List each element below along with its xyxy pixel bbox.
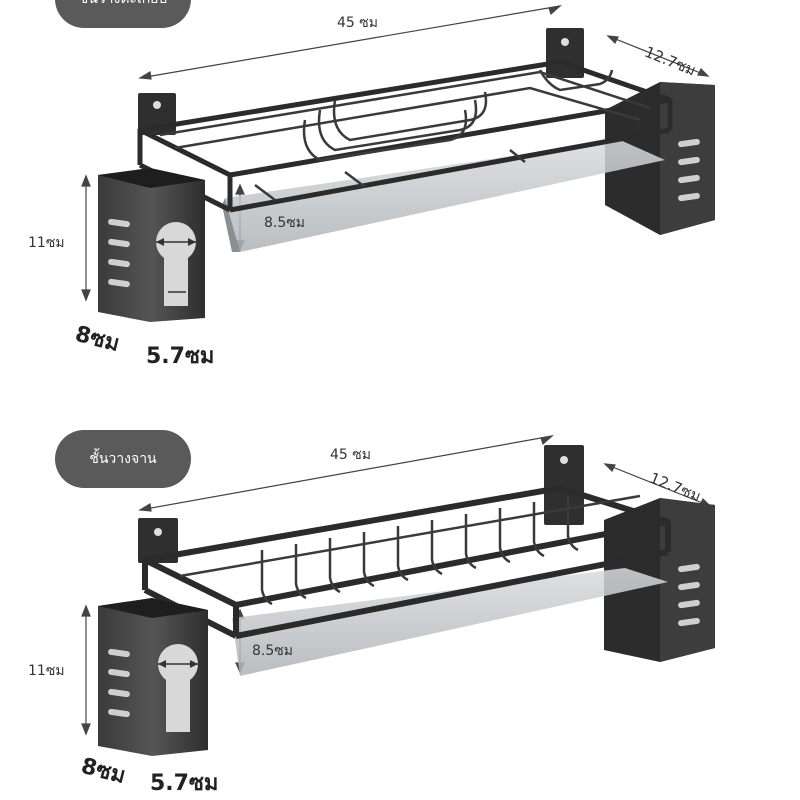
drip-tray <box>225 140 665 252</box>
cup-height-label: 11ซม <box>28 235 65 251</box>
cup-height-dimension-line <box>81 174 91 302</box>
product-tag: ชั้นวางจาน <box>55 430 191 488</box>
left-utensil-cup <box>98 168 205 322</box>
plate-dividers <box>179 494 641 606</box>
cup-width-label: 5.7ซม <box>150 771 219 796</box>
dish-rack-illustration <box>81 5 715 322</box>
cup-width-label: 5.7ซม <box>146 344 215 369</box>
rack-wires <box>159 69 651 201</box>
length-dimension-line <box>138 5 562 80</box>
product-tag: ชั้นวางตะเกียบ <box>55 0 191 28</box>
wall-bracket-right <box>544 445 584 525</box>
length-dimension-line <box>138 435 554 512</box>
length-label: 45 ซม <box>337 15 378 31</box>
cup-height-dimension-line <box>81 604 91 736</box>
rack-height-label: 8.5ซม <box>264 215 305 231</box>
rack-height-label: 8.5ซม <box>252 643 293 659</box>
dish-rack-panel-top: ชั้นวางตะเกียบ <box>28 0 715 369</box>
plate-rack-illustration <box>81 435 715 756</box>
drip-tray <box>232 568 668 676</box>
length-label: 45 ซม <box>330 447 371 463</box>
left-utensil-cup <box>98 598 208 756</box>
cup-height-label: 11ซม <box>28 663 65 679</box>
dish-rack-panel-bottom: ชั้นวางจาน <box>0 400 800 800</box>
wall-bracket-left <box>138 518 178 563</box>
depth-dimension-line <box>606 35 710 77</box>
